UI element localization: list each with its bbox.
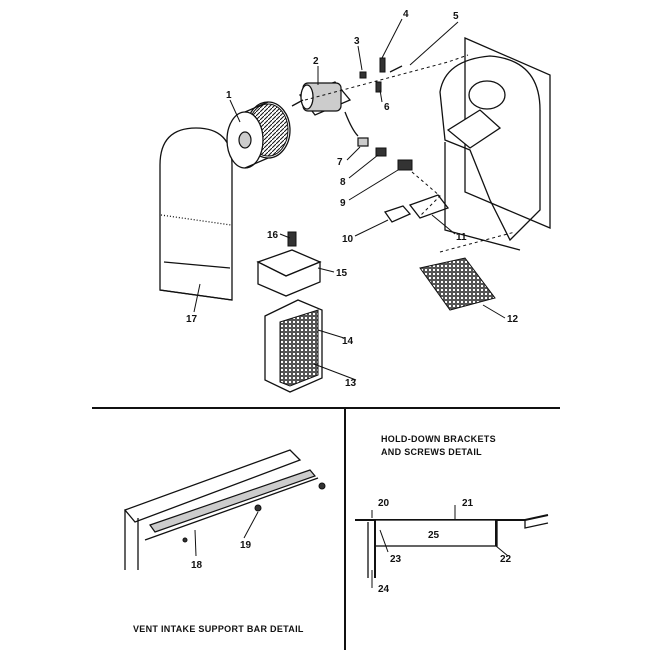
part-label-17: 17	[186, 314, 198, 325]
fastener-group	[359, 57, 403, 93]
hold-down-detail	[355, 505, 549, 588]
part-label-4: 4	[403, 9, 409, 20]
part-label-7: 7	[337, 157, 343, 168]
vent-detail-title: VENT INTAKE SUPPORT BAR DETAIL	[133, 624, 304, 634]
part-label-11: 11	[456, 232, 467, 243]
part-label-13: 13	[345, 378, 357, 389]
small-components	[357, 137, 413, 171]
part-label-15: 15	[336, 268, 348, 279]
part-label-9: 9	[340, 198, 346, 209]
blower-motor	[291, 81, 359, 137]
part-label-10: 10	[342, 234, 354, 245]
part-label-22: 22	[500, 554, 512, 565]
bracket-alignment-line	[411, 171, 441, 217]
leaders	[193, 18, 506, 381]
cover-panel	[159, 127, 233, 301]
vent-grille	[419, 231, 516, 311]
blower-wheel	[226, 101, 291, 169]
motor-alignment-line	[304, 54, 469, 101]
part-label-8: 8	[340, 177, 346, 188]
part-label-16: 16	[267, 230, 279, 241]
part-label-19: 19	[240, 540, 252, 551]
part-label-21: 21	[462, 498, 474, 509]
part-label-23: 23	[390, 554, 402, 565]
part-label-3: 3	[354, 36, 360, 47]
part-label-1: 1	[226, 90, 232, 101]
part-label-24: 24	[378, 584, 390, 595]
vent-intake-detail	[123, 449, 326, 570]
hold-down-title-line1: HOLD-DOWN BRACKETS	[381, 434, 496, 444]
bracket-plate	[383, 194, 450, 223]
part-label-18: 18	[191, 560, 203, 571]
part-label-6: 6	[384, 102, 390, 113]
hold-down-title-line2: AND SCREWS DETAIL	[381, 447, 482, 457]
part-label-20: 20	[378, 498, 390, 509]
part-label-25: 25	[428, 530, 440, 541]
part-label-5: 5	[453, 11, 459, 22]
part-label-2: 2	[313, 56, 319, 67]
filter-assembly	[264, 299, 323, 393]
blower-housing	[439, 37, 551, 251]
part-label-12: 12	[507, 314, 519, 325]
trough	[256, 231, 322, 297]
part-label-14: 14	[342, 336, 354, 347]
